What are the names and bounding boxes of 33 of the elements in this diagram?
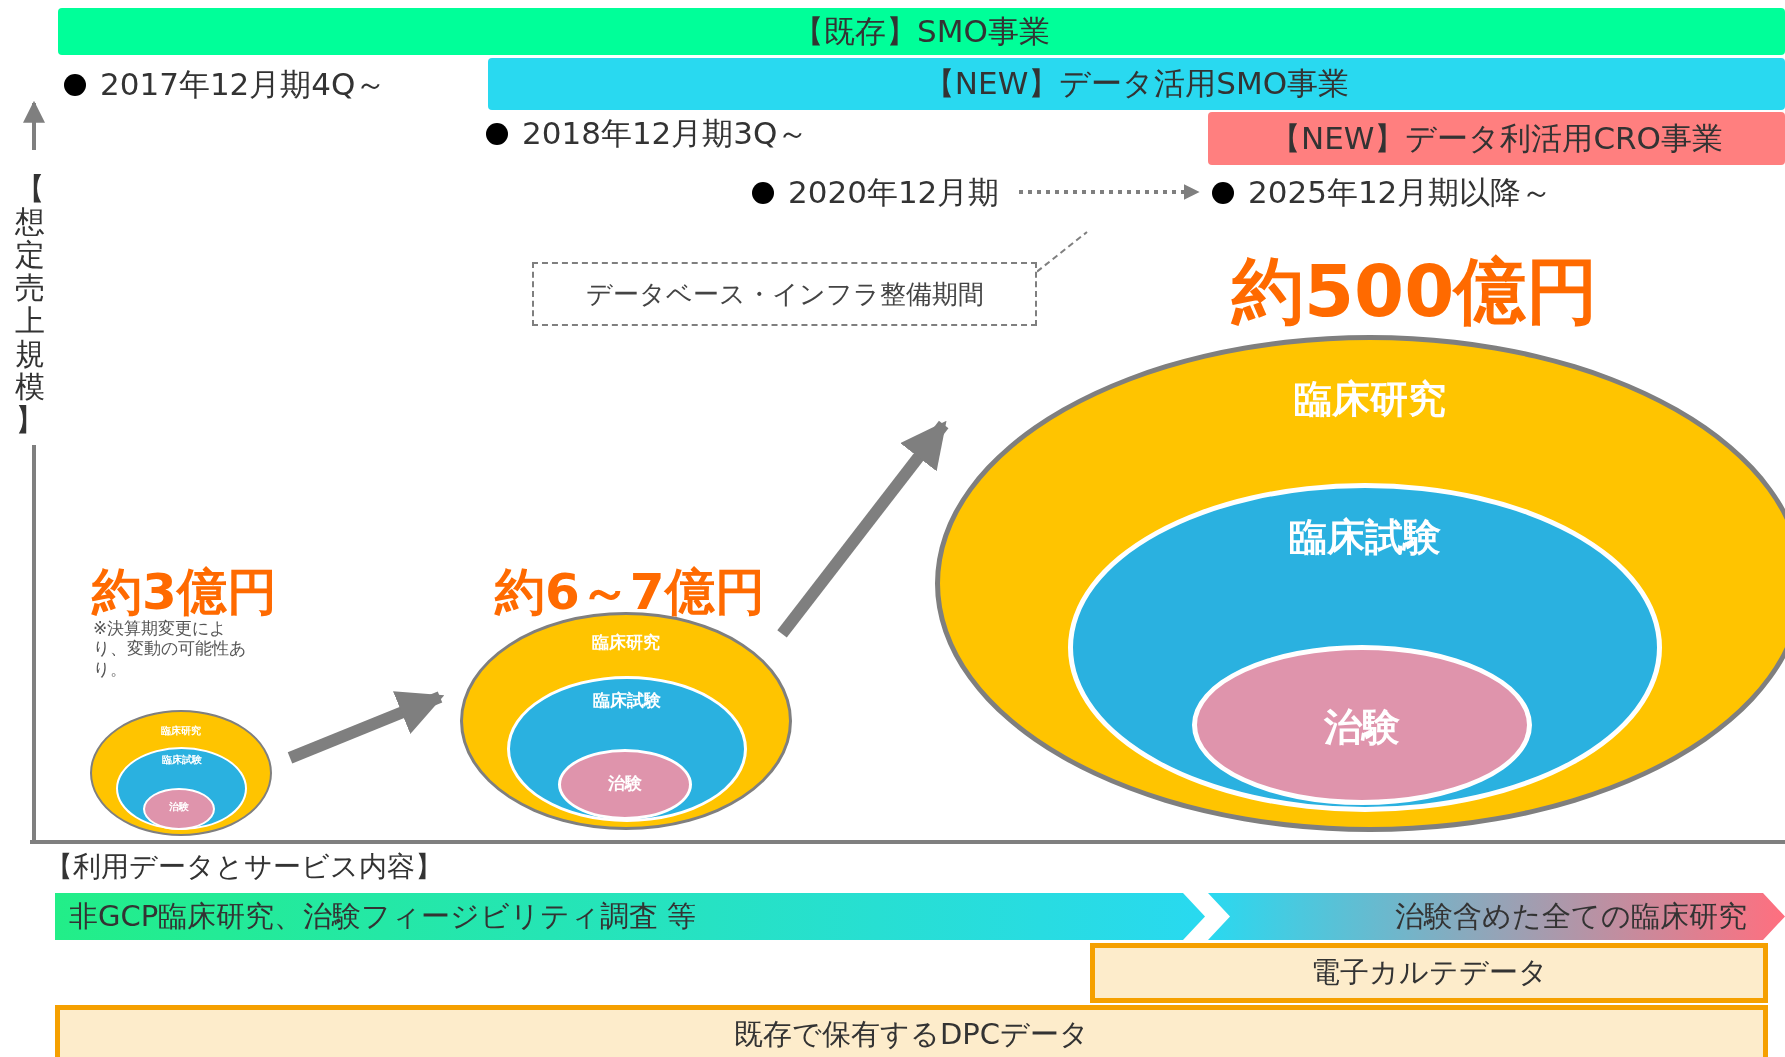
data-box: 既存で保有するDPCデータ bbox=[55, 1005, 1768, 1057]
arrow bbox=[287, 691, 445, 764]
business-band: 【NEW】データ活用SMO事業 bbox=[488, 58, 1785, 110]
market-ellipse bbox=[143, 788, 215, 830]
leader-line bbox=[1036, 231, 1088, 273]
timeline-date: 2025年12月期以降～ bbox=[1212, 174, 1553, 210]
ellipse-label: 治験 bbox=[1323, 704, 1401, 751]
arrow bbox=[1019, 184, 1200, 200]
business-band: 【NEW】データ利活用CRO事業 bbox=[1208, 112, 1785, 165]
ellipse-label: 臨床試験 bbox=[160, 753, 203, 767]
market-ellipse bbox=[558, 749, 692, 820]
ellipse-label: 臨床試験 bbox=[592, 689, 662, 712]
ellipse-label: 臨床研究 bbox=[160, 724, 202, 738]
amount-label: 約3億円 bbox=[92, 562, 277, 621]
timeline-date: 2020年12月期 bbox=[752, 174, 1000, 210]
axis-title: 【想定売上規模】 bbox=[14, 172, 46, 436]
timeline-date: 2018年12月期3Q～ bbox=[486, 115, 809, 151]
data-box: 電子カルテデータ bbox=[1090, 943, 1768, 1003]
timeline-date: 2017年12月期4Q～ bbox=[64, 66, 387, 102]
section-title: 【利用データとサービス内容】 bbox=[45, 849, 443, 885]
service-arrow-band: 非GCP臨床研究、治験フィージビリティ調査 等 bbox=[55, 893, 1205, 940]
ellipse-label: 臨床研究 bbox=[591, 631, 661, 654]
ellipse-label: 臨床研究 bbox=[1293, 376, 1447, 423]
amount-label: 約500億円 bbox=[1232, 248, 1599, 335]
note-text: ※決算期変更により、変動の可能性あり。 bbox=[93, 618, 247, 680]
arrow bbox=[777, 420, 949, 638]
business-band: 【既存】SMO事業 bbox=[58, 8, 1785, 55]
ellipse-label: 治験 bbox=[607, 772, 643, 795]
ellipse-label: 臨床試験 bbox=[1288, 514, 1442, 561]
amount-label: 約6～7億円 bbox=[495, 562, 765, 622]
ellipse-label: 治験 bbox=[168, 800, 190, 814]
service-arrow-band: 治験含めた全ての臨床研究 bbox=[1208, 893, 1785, 940]
callout-box: データベース・インフラ整備期間 bbox=[532, 262, 1037, 326]
